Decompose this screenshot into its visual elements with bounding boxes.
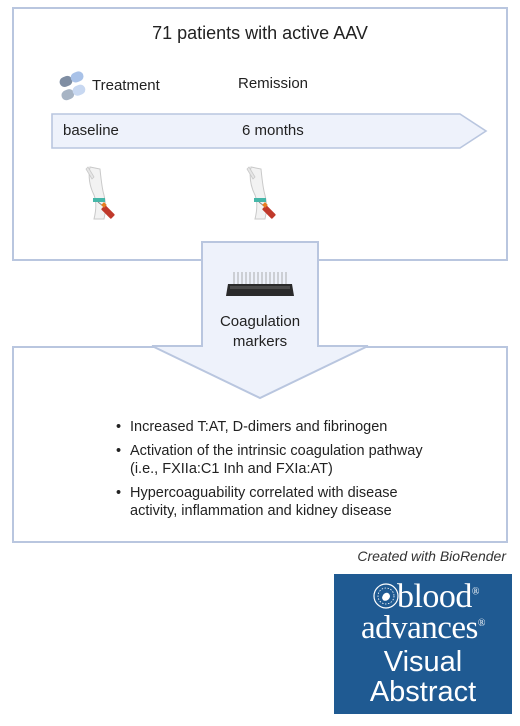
finding-item: Hypercoaguability correlated with diseas…	[116, 484, 506, 520]
logo-visual-text: Visual	[383, 646, 463, 678]
study-title: 71 patients with active AAV	[152, 23, 368, 43]
finding-item: Activation of the intrinsic coagulation …	[116, 442, 506, 478]
logo-blood-text: blood®	[396, 578, 480, 615]
finding-text: (i.e., FXIIa:C1 Inh and FXIa:AT)	[130, 461, 333, 477]
coag-line-1: Coagulation	[219, 313, 301, 330]
findings-list: Increased T:AT, D-dimers and fibrinogen …	[116, 418, 506, 526]
six-months-label: 6 months	[242, 122, 304, 139]
pills-icon	[59, 71, 86, 101]
treatment-label: Treatment	[92, 77, 160, 94]
biorender-credit: Created with BioRender	[357, 548, 506, 564]
blood-advances-logo: blood® advances® Visual Abstract	[334, 574, 512, 714]
finding-text: Hypercoaguability correlated with diseas…	[130, 485, 398, 501]
remission-label: Remission	[238, 75, 309, 92]
seal-icon	[373, 583, 399, 609]
timeline-arrow	[51, 113, 488, 149]
baseline-label: baseline	[63, 122, 119, 139]
logo-advances-text: advances®	[360, 610, 486, 646]
coag-line-2: markers	[232, 333, 288, 350]
blood-draw-icon	[85, 166, 115, 220]
finding-text: activity, inflammation and kidney diseas…	[130, 503, 392, 519]
finding-item: Increased T:AT, D-dimers and fibrinogen	[116, 418, 506, 436]
blood-draw-icon	[246, 166, 276, 220]
finding-text: Activation of the intrinsic coagulation …	[130, 443, 423, 459]
well-plate-icon	[226, 272, 294, 296]
finding-text: Increased T:AT, D-dimers and fibrinogen	[130, 419, 388, 435]
logo-abstract-text: Abstract	[369, 676, 477, 708]
coagulation-markers-label: Coagulation markers	[200, 312, 320, 352]
